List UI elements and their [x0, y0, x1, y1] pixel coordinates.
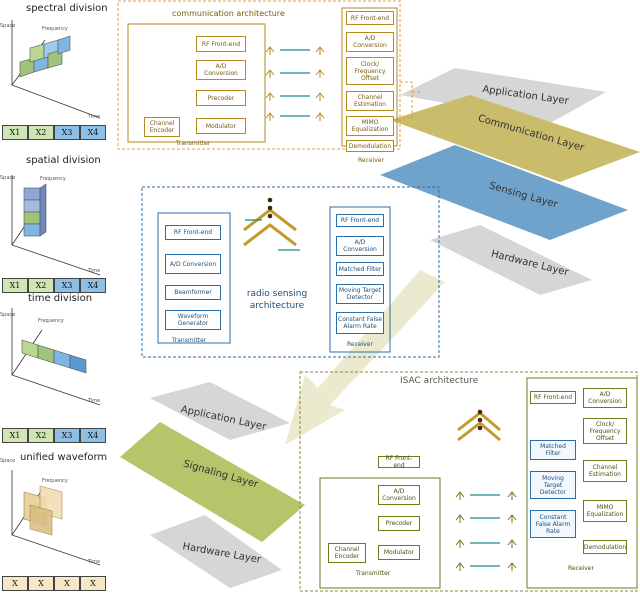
comm-title: communication architecture [172, 9, 285, 18]
sensing-rx-matched-filter: Matched Filter [336, 262, 384, 276]
isac-tx-box [319, 477, 441, 589]
axis-space-label: Space [0, 23, 16, 29]
slot-cell: X4 [80, 125, 106, 140]
comm-frame [117, 0, 401, 150]
slot-cell: X4 [80, 428, 106, 443]
isac-rx-rf-frontend: RF Front-end [530, 391, 576, 404]
slot-cell: X2 [28, 428, 54, 443]
slot-cell: X [54, 576, 80, 591]
isac-title: ISAC architecture [400, 376, 479, 386]
slot-cell: X3 [54, 278, 80, 293]
layer-hardware-left [150, 515, 282, 588]
slot-cell: X4 [80, 278, 106, 293]
axis-time-label: Time [88, 114, 101, 120]
slot-cell: X1 [2, 278, 28, 293]
sensing-rx-box [329, 206, 391, 353]
isac-rx-box [526, 377, 638, 589]
isac-moving-target: Moving Target Detector [530, 471, 576, 499]
comm-tx-ad-conversion: A/D Conversion [196, 60, 246, 80]
slot-cell: X [28, 576, 54, 591]
comm-rx-ad-conversion: A/D Conversion [346, 32, 394, 52]
comm-tx-label: Transmitter [176, 140, 211, 147]
sensing-tx-box [157, 212, 231, 344]
isac-channel-estimation: Channel Estimation [583, 460, 627, 482]
axis-time-label: Time [88, 398, 101, 404]
sensing-tx-beamformer: Beamformer [165, 285, 221, 300]
isac-tx-modulator: Modulator [378, 545, 420, 560]
isac-demodulation: Demodulation [583, 540, 627, 554]
isac-cfar: Constant False Alarm Rate [530, 510, 576, 538]
comm-tx-box [127, 23, 266, 143]
slot-cell: X [80, 576, 106, 591]
layer-signaling [120, 422, 305, 542]
slot-cell: X [2, 576, 28, 591]
isac-rx-ad-conversion: A/D Conversion [583, 388, 627, 408]
unified-title: unified waveform [20, 452, 108, 463]
slot-cell: X1 [2, 428, 28, 443]
comm-tx-rf-frontend: RF Front-end [196, 36, 246, 52]
axis-time-label: Time [88, 559, 101, 565]
sensing-rx-label: Receiver [347, 341, 373, 348]
comm-rx-demodulation: Demodulation [346, 140, 394, 152]
isac-matched-filter: Matched Filter [530, 440, 576, 460]
layer-application-left [150, 382, 290, 440]
axis-space-label: Space [0, 312, 16, 318]
spectral-title: spectral division [26, 3, 108, 14]
isac-tx-ad-conversion: A/D Conversion [378, 485, 420, 505]
slot-cell: X3 [54, 125, 80, 140]
axis-time-label: Time [88, 268, 101, 274]
isac-tx-label: Transmitter [356, 570, 391, 577]
isac-channel-encoder: Channel Encoder [328, 543, 366, 563]
comm-rx-channel-estimation: Channel Estimation [346, 91, 394, 111]
time-title: time division [28, 293, 93, 304]
sensing-rx-moving-target: Moving Target Detector [336, 284, 384, 304]
sensing-rx-ad-conversion: A/D Conversion [336, 236, 384, 256]
slot-cell: X1 [2, 125, 28, 140]
axis-frequency-label: Frequency [40, 176, 66, 182]
sensing-frame [141, 186, 440, 358]
comm-rx-mimo-equalization: MIMO Equalization [346, 116, 394, 136]
axis-frequency-label: Frequency [38, 318, 64, 324]
layer-application-right [400, 68, 606, 122]
slot-cell: X2 [28, 278, 54, 293]
comm-tx-precoder: Precoder [196, 90, 246, 106]
sensing-tx-waveform-generator: Waveform Generator [165, 310, 221, 330]
comm-rx-rf-frontend: RF Front-end [346, 11, 394, 25]
layer-hardware-right [430, 225, 592, 295]
comm-rx-clock-offset: Clock/ Frequency Offset [346, 57, 394, 85]
isac-mimo-equalization: MIMO Equalization [583, 500, 627, 522]
comm-rx-label: Receiver [358, 157, 384, 164]
isac-tx-rf-frontend: RF Front-end [378, 455, 420, 469]
sensing-tx-rf-frontend: RF Front-end [165, 225, 221, 240]
sensing-tx-ad-conversion: A/D Conversion [165, 254, 221, 274]
axis-frequency-label: Frequency [42, 26, 68, 32]
comm-tx-modulator: Modulator [196, 118, 246, 134]
sensing-tx-label: Transmitter [172, 337, 207, 344]
isac-tx-precoder: Precoder [378, 516, 420, 531]
layer-communication [390, 95, 640, 182]
axis-space-label: Space [0, 458, 16, 464]
sensing-title: radio sensing architecture [246, 289, 308, 311]
axis-frequency-label: Frequency [42, 478, 68, 484]
slot-cell: X2 [28, 125, 54, 140]
isac-rx-label: Receiver [568, 565, 594, 572]
sensing-rx-rf-frontend: RF Front-end [336, 214, 384, 227]
spatial-title: spatial division [26, 155, 101, 166]
sensing-rx-cfar: Constant False Alarm Rate [336, 312, 384, 334]
layer-sensing [380, 145, 628, 240]
comm-channel-encoder: Channel Encoder [144, 117, 180, 137]
axis-space-label: Space [0, 175, 16, 181]
isac-clock-offset: Clock/ Frequency Offset [583, 418, 627, 444]
slot-cell: X3 [54, 428, 80, 443]
